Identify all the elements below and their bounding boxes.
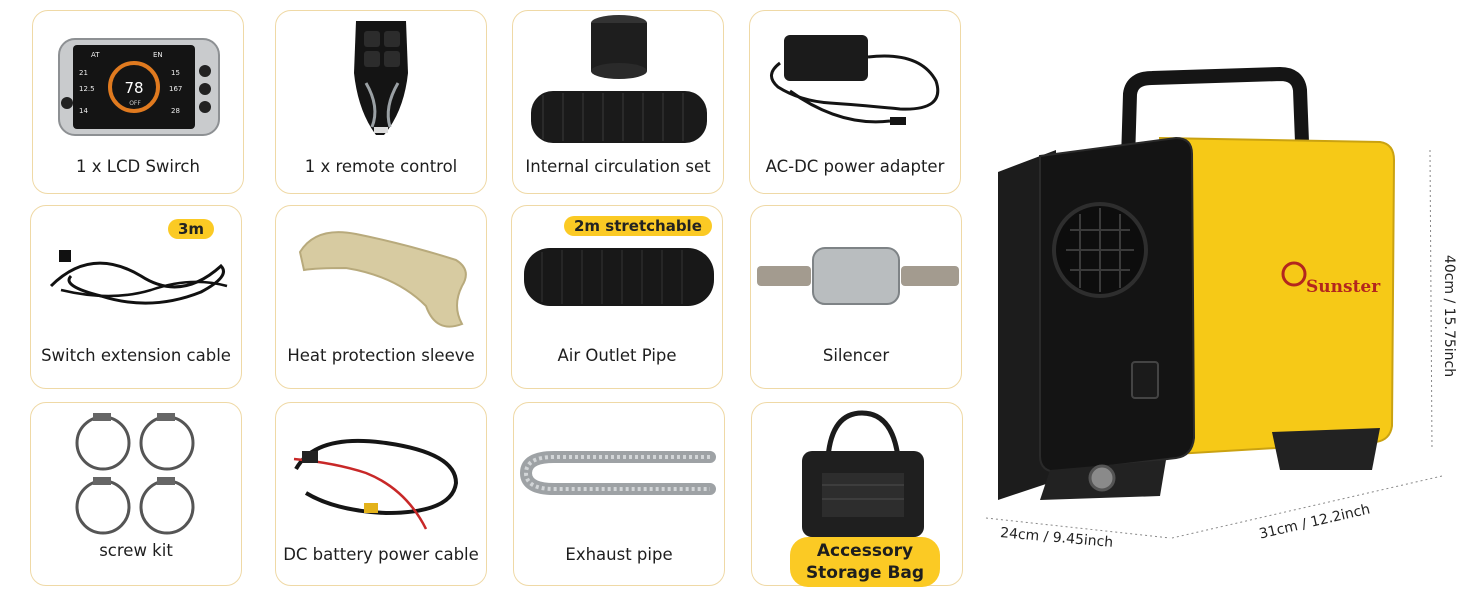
item-card-internal-circulation-set: Internal circulation set (512, 10, 724, 194)
storage-bag-label-line2: Storage Bag (805, 563, 925, 583)
item-card-storage-bag: Accessory Storage Bag (751, 402, 963, 587)
exhaust-pipe-image (519, 451, 716, 495)
lcd-right-bot: 28 (171, 107, 180, 115)
item-label: Silencer (822, 346, 890, 365)
item-label: 1 x LCD Swirch (76, 157, 200, 176)
battery-cable-image (293, 438, 459, 530)
item-card-dc-battery-cable: DC battery power cable (275, 402, 487, 586)
item-label: Air Outlet Pipe (557, 346, 677, 365)
heat-sleeve-image (298, 231, 467, 328)
item-card-air-outlet-pipe: 2m stretchable Air Outlet Pipe (511, 205, 723, 389)
item-label: 1 x remote control (304, 157, 458, 176)
item-card-silencer: Silencer (750, 205, 962, 389)
lcd-right-top: 15 (171, 69, 180, 77)
item-label: Switch extension cable (41, 346, 231, 365)
item-label: Internal circulation set (525, 157, 711, 176)
storage-bag-label-line1: Accessory (816, 541, 914, 561)
item-label: DC battery power cable (283, 545, 479, 564)
lcd-left-bot: 14 (79, 107, 88, 115)
item-label: Exhaust pipe (565, 545, 673, 564)
length-badge: 3m (168, 219, 215, 239)
item-card-remote-control: 1 x remote control (275, 10, 487, 194)
item-card-lcd-switch: 78 OFF AT EN 21 12.5 14 15 167 28 1 x LC… (32, 10, 244, 194)
circulation-set-image (531, 15, 707, 143)
lcd-lang: EN (153, 51, 163, 59)
item-label: Heat protection sleeve (287, 346, 475, 365)
storage-bag-image (802, 410, 924, 537)
lcd-state: OFF (129, 100, 141, 107)
silencer-image (757, 247, 959, 305)
lcd-switch-image: 78 OFF AT EN 21 12.5 14 15 167 28 (58, 38, 220, 136)
item-label: AC-DC power adapter (765, 157, 945, 176)
diesel-heater-image: Sunster (985, 66, 1443, 539)
remote-control-image (354, 21, 408, 135)
lcd-temp: 78 (124, 79, 143, 97)
item-card-switch-extension-cable: 3m Switch extension cable (30, 205, 242, 389)
height-dimension: 40cm / 15.75inch (1441, 254, 1458, 378)
length-badge: 2m stretchable (564, 216, 712, 236)
storage-bag-label: Accessory Storage Bag (790, 537, 940, 587)
lcd-left-mid: 12.5 (79, 85, 95, 93)
lcd-left-top: 21 (79, 69, 88, 77)
item-card-ac-dc-adapter: AC-DC power adapter (749, 10, 961, 194)
screw-kit-image (75, 413, 195, 535)
item-card-screw-kit: screw kit (30, 402, 242, 586)
item-card-heat-protection-sleeve: Heat protection sleeve (275, 205, 487, 389)
ac-dc-adapter-image (770, 35, 940, 125)
item-label: screw kit (99, 541, 173, 560)
extension-cable-image (49, 250, 228, 305)
brand-logo-text: Sunster (1306, 277, 1381, 297)
item-card-exhaust-pipe: Exhaust pipe (513, 402, 725, 586)
lcd-right-mid: 167 (169, 85, 182, 93)
lcd-mode: AT (91, 51, 100, 59)
air-outlet-pipe-image (524, 248, 714, 306)
